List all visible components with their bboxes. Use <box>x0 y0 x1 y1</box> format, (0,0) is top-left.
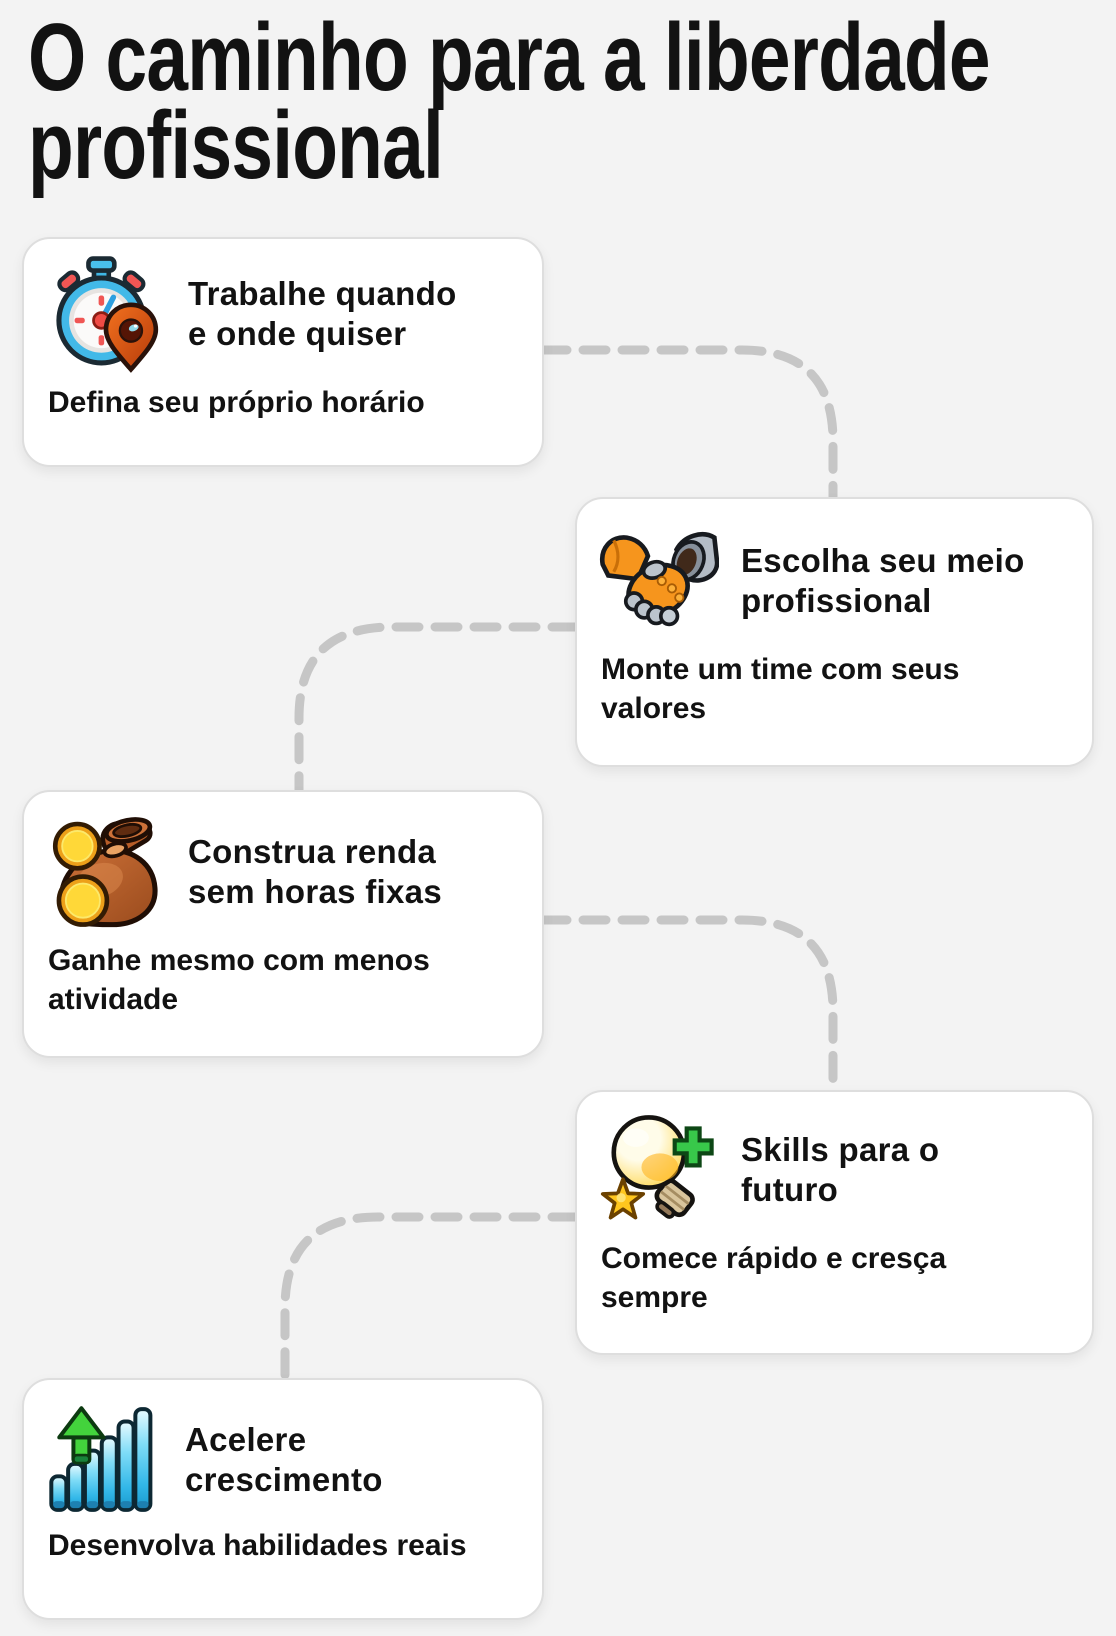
page-title: O caminho para a liberdade profissional <box>28 4 1116 199</box>
card-top-row: Construa renda sem horas fixas <box>46 812 518 932</box>
coin-top <box>52 821 102 871</box>
step-card-work-anywhere: Trabalhe quando e onde quiser Defina seu… <box>22 237 544 467</box>
card-heading: Construa renda sem horas fixas <box>188 832 442 912</box>
card-heading-line: e onde quiser <box>188 315 407 352</box>
card-top-row: Escolha seu meio profissional <box>599 521 1068 641</box>
page-title-line2: profissional <box>28 92 444 199</box>
connector-1-2 <box>539 345 838 505</box>
step-card-build-income: Construa renda sem horas fixas Ganhe mes… <box>22 790 544 1058</box>
stopwatch-location-pin-icon <box>56 256 159 373</box>
coin-bottom <box>56 874 110 927</box>
card-subtitle: Monte um time com seus valores <box>601 650 1068 728</box>
card-heading: Escolha seu meio profissional <box>741 541 1025 621</box>
card-subtitle-line: Ganhe mesmo com menos <box>48 944 430 977</box>
page-title-line1: O caminho para a liberdade <box>28 4 991 111</box>
card-heading: Skills para o futuro <box>741 1130 939 1210</box>
card-subtitle-line: sempre <box>601 1281 708 1314</box>
card-heading-line: Construa renda <box>188 833 437 870</box>
card-heading-line: Trabalhe quando <box>188 275 457 312</box>
card-top-row: Trabalhe quando e onde quiser <box>46 254 518 374</box>
card-subtitle-line: Monte um time com seus <box>601 653 960 686</box>
card-subtitle: Comece rápido e cresça sempre <box>601 1239 1068 1317</box>
card-top-row: Acelere crescimento <box>46 1402 518 1517</box>
card-heading-line: Acelere <box>185 1420 307 1458</box>
handshake-icon <box>599 532 719 627</box>
card-heading-line: sem horas fixas <box>188 873 442 910</box>
plus-icon <box>672 1126 714 1168</box>
card-subtitle-line: valores <box>601 692 707 725</box>
card-subtitle: Desenvolva habilidades reais <box>48 1526 518 1565</box>
connector-2-3 <box>294 622 580 798</box>
up-arrow-icon <box>57 1406 106 1465</box>
step-card-future-skills: Skills para o futuro Comece rápido e cre… <box>575 1090 1094 1355</box>
step-card-choose-medium: Escolha seu meio profissional Monte um t… <box>575 497 1094 767</box>
card-heading: Trabalhe quando e onde quiser <box>188 274 457 354</box>
step-card-accelerate-growth: Acelere crescimento Desenvolva habilidad… <box>22 1378 544 1620</box>
card-heading: Acelere crescimento <box>185 1420 383 1500</box>
card-heading-line: crescimento <box>185 1460 383 1498</box>
card-heading-line: Escolha seu meio <box>741 542 1025 579</box>
card-subtitle-line: Comece rápido e cresça <box>601 1242 947 1275</box>
card-top-row: Skills para o futuro <box>599 1110 1068 1230</box>
card-subtitle-line: Defina seu próprio horário <box>48 386 425 419</box>
connector-3-4 <box>539 915 838 1098</box>
growth-bar-chart-arrow-icon <box>49 1406 153 1512</box>
card-heading-line: profissional <box>741 582 932 619</box>
lightbulb-plus-star-icon <box>600 1115 714 1220</box>
card-heading-line: futuro <box>741 1171 839 1208</box>
card-subtitle-line: Desenvolva habilidades reais <box>48 1529 467 1562</box>
money-bag-coins-icon <box>52 817 158 928</box>
card-subtitle: Ganhe mesmo com menos atividade <box>48 941 518 1019</box>
card-subtitle-line: atividade <box>48 983 179 1016</box>
card-heading-line: Skills para o <box>741 1131 940 1168</box>
connector-4-5 <box>280 1212 580 1386</box>
card-subtitle: Defina seu próprio horário <box>48 383 518 422</box>
